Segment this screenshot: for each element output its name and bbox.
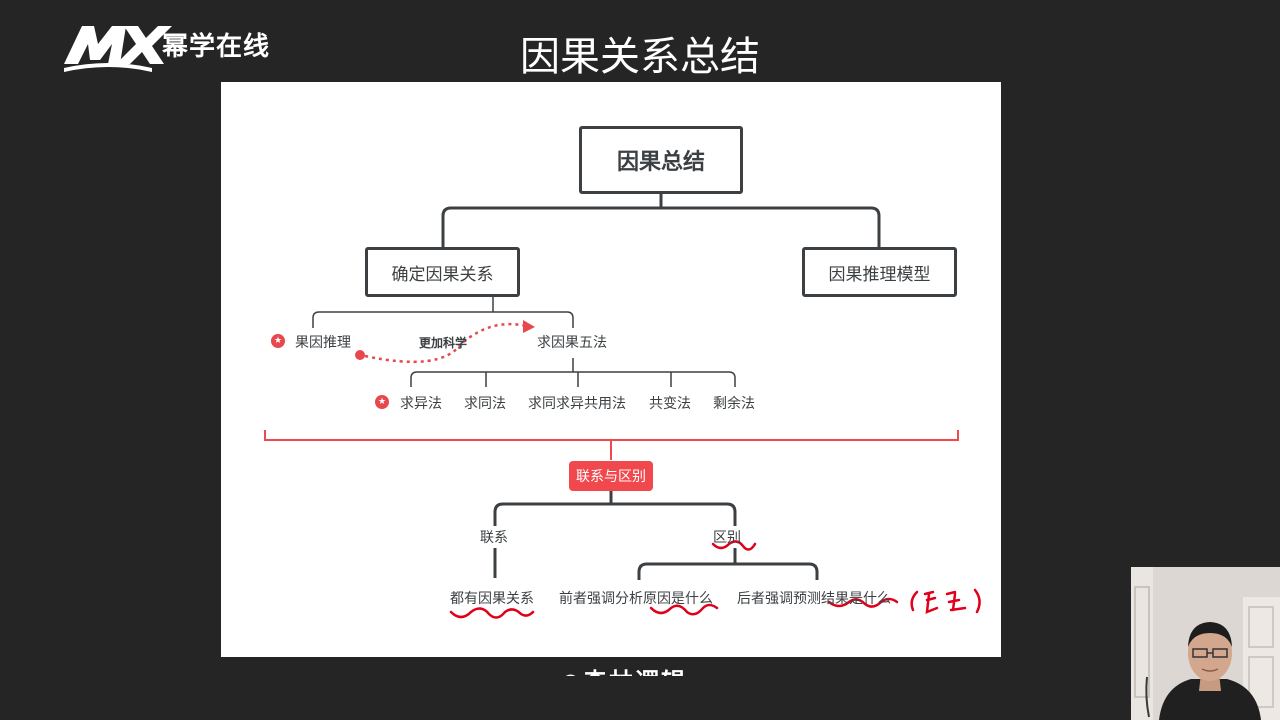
method-joint: 求同求异共用法 xyxy=(528,396,626,412)
node-connection: 联系 xyxy=(480,530,508,546)
slide-title: 因果关系总结 xyxy=(520,34,760,80)
root-node: 因果总结 xyxy=(579,126,743,194)
presenter-video-icon xyxy=(1131,567,1280,720)
star-badge-icon: ★ xyxy=(375,395,389,409)
slide-footer-text: ◎森林逻辑 xyxy=(560,662,730,676)
node-determine-causality: 确定因果关系 xyxy=(365,247,520,297)
method-difference: 求异法 xyxy=(400,396,442,412)
diagram-board: 因果总结 确定因果关系 因果推理模型 ★ 果因推理 更加科学 求因果五法 ★ 求… xyxy=(221,82,1001,657)
node-causal-reasoning-model: 因果推理模型 xyxy=(802,247,957,297)
slide-footer-cutoff: ◎森林逻辑 xyxy=(560,662,730,676)
node-former: 前者强调分析原因是什么 xyxy=(559,591,713,607)
node-common: 都有因果关系 xyxy=(450,591,534,607)
method-concomitant: 共变法 xyxy=(649,396,691,412)
presenter-webcam xyxy=(1131,567,1280,720)
method-agreement: 求同法 xyxy=(464,396,506,412)
node-five-methods: 求因果五法 xyxy=(537,335,607,351)
more-scientific-label: 更加科学 xyxy=(419,336,468,350)
node-effect-reasoning: 果因推理 xyxy=(295,335,351,351)
relation-badge: 联系与区别 xyxy=(569,461,653,491)
method-residues: 剩余法 xyxy=(713,396,755,412)
brand-name: 幂学在线 xyxy=(162,32,271,62)
node-latter: 后者强调预测结果是什么 xyxy=(737,591,891,607)
star-badge-icon: ★ xyxy=(271,334,285,348)
node-difference: 区别 xyxy=(713,530,741,546)
diagram-connectors xyxy=(264,194,981,619)
brand-logo-icon xyxy=(64,26,172,72)
